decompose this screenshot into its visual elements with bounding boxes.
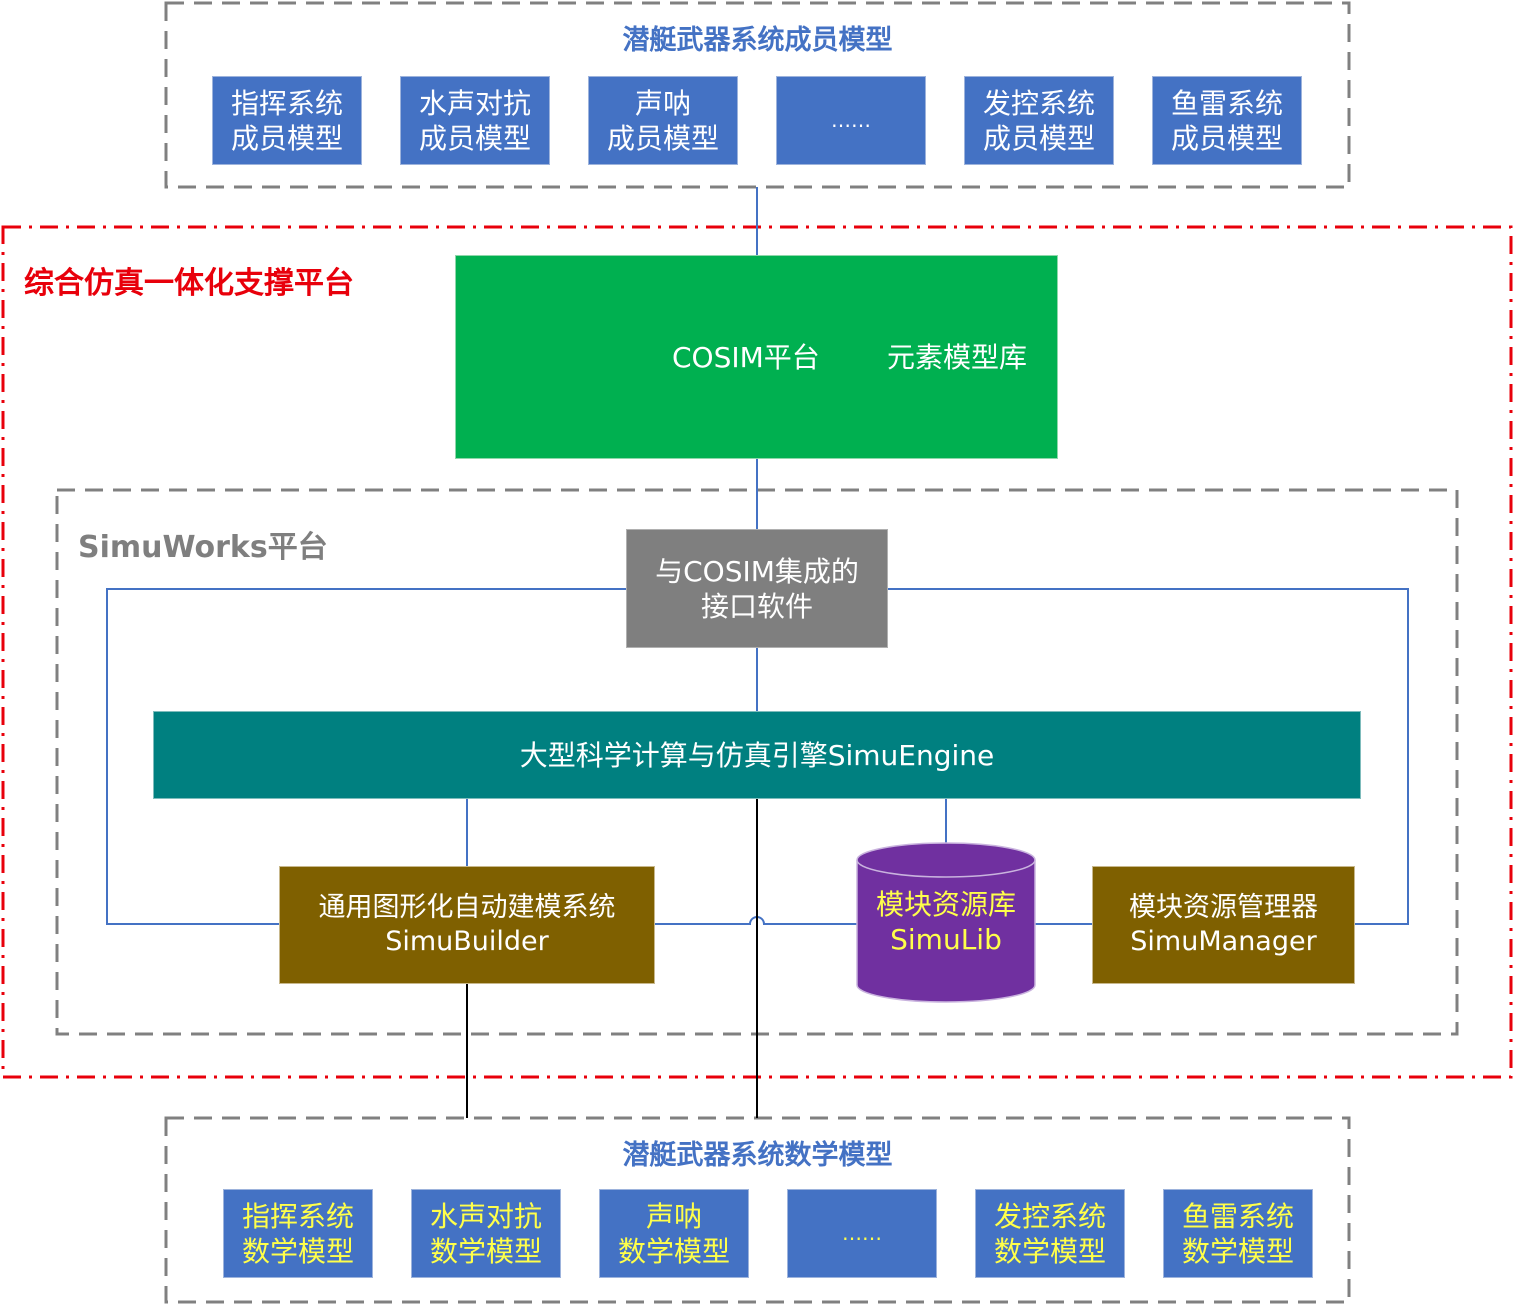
- member-model-torpedo[interactable]: 鱼雷系统 成员模型: [1152, 76, 1302, 165]
- math-model-label-2: 数学模型: [429, 1234, 542, 1268]
- math-model-label-2: 数学模型: [1181, 1234, 1294, 1268]
- connector-bus-left: [106, 588, 626, 925]
- top-group-title: 潜艇武器系统成员模型: [622, 25, 893, 56]
- simumanager-label-1: 模块资源管理器: [1129, 892, 1318, 924]
- simubuilder-label-2: SimuBuilder: [385, 926, 549, 957]
- member-model-label-2: 成员模型: [606, 121, 719, 155]
- simumanager-label-2: SimuManager: [1130, 926, 1317, 957]
- platform-title: 综合仿真一体化支撑平台: [24, 266, 354, 301]
- simulib-label-1: 模块资源库: [875, 888, 1016, 921]
- math-model-torpedo[interactable]: 鱼雷系统 数学模型: [1163, 1189, 1313, 1278]
- math-model-label-1: 发控系统: [993, 1199, 1106, 1233]
- math-model-label-2: 数学模型: [993, 1234, 1106, 1268]
- simuengine-label: 大型科学计算与仿真引擎SimuEngine: [519, 738, 995, 772]
- member-model-label-2: 成员模型: [418, 121, 531, 155]
- member-model-label-1: ……: [831, 108, 871, 132]
- interface-label-1: 与COSIM集成的: [655, 554, 859, 588]
- member-model-acoustic-countermeasure[interactable]: 水声对抗 成员模型: [400, 76, 550, 165]
- simumanager-box[interactable]: 模块资源管理器 SimuManager: [1092, 866, 1355, 984]
- math-model-label-1: 水声对抗: [429, 1199, 542, 1233]
- simuengine-box[interactable]: 大型科学计算与仿真引擎SimuEngine: [153, 711, 1361, 799]
- math-model-launch-control[interactable]: 发控系统 数学模型: [975, 1189, 1125, 1278]
- member-model-ellipsis[interactable]: ……: [776, 76, 926, 165]
- simulib-label[interactable]: 模块资源库 SimuLib: [857, 882, 1035, 962]
- member-model-label-1: 鱼雷系统: [1170, 86, 1283, 120]
- math-model-label-1: 指挥系统: [241, 1199, 354, 1233]
- simubuilder-box[interactable]: 通用图形化自动建模系统 SimuBuilder: [279, 866, 655, 984]
- cosim-interface-software[interactable]: 与COSIM集成的 接口软件: [626, 529, 888, 648]
- math-model-label-2: 数学模型: [241, 1234, 354, 1268]
- member-model-label-1: 水声对抗: [418, 86, 531, 120]
- member-model-label-1: 发控系统: [982, 86, 1095, 120]
- member-model-label-2: 成员模型: [1170, 121, 1283, 155]
- member-model-label-1: 声呐: [634, 86, 691, 120]
- bottom-group-title: 潜艇武器系统数学模型: [622, 1140, 893, 1171]
- member-model-command[interactable]: 指挥系统 成员模型: [212, 76, 362, 165]
- connector-bus-right: [888, 588, 1409, 925]
- member-model-launch-control[interactable]: 发控系统 成员模型: [964, 76, 1114, 165]
- member-model-label-2: 成员模型: [230, 121, 343, 155]
- interface-label-2: 接口软件: [700, 589, 813, 623]
- cosim-platform-box[interactable]: [455, 255, 1058, 459]
- top-group-border: [164, 1, 1351, 189]
- math-model-label-1: ……: [842, 1221, 882, 1245]
- simulib-label-2: SimuLib: [890, 923, 1002, 956]
- math-model-ellipsis[interactable]: ……: [787, 1189, 937, 1278]
- math-model-label-1: 鱼雷系统: [1181, 1199, 1294, 1233]
- math-model-label-1: 声呐: [645, 1199, 702, 1233]
- math-model-command[interactable]: 指挥系统 数学模型: [223, 1189, 373, 1278]
- math-model-sonar[interactable]: 声呐 数学模型: [599, 1189, 749, 1278]
- element-model-db-label[interactable]: 元素模型库: [886, 341, 1027, 374]
- simulib-db-cylinder: [856, 842, 1036, 1003]
- simuworks-title: SimuWorks平台: [78, 530, 328, 565]
- member-model-sonar[interactable]: 声呐 成员模型: [588, 76, 738, 165]
- simubuilder-label-1: 通用图形化自动建模系统: [318, 892, 616, 924]
- cosim-platform-label: COSIM平台: [672, 341, 820, 374]
- member-model-label-1: 指挥系统: [230, 86, 343, 120]
- math-model-label-2: 数学模型: [617, 1234, 730, 1268]
- math-model-acoustic-countermeasure[interactable]: 水声对抗 数学模型: [411, 1189, 561, 1278]
- member-model-label-2: 成员模型: [982, 121, 1095, 155]
